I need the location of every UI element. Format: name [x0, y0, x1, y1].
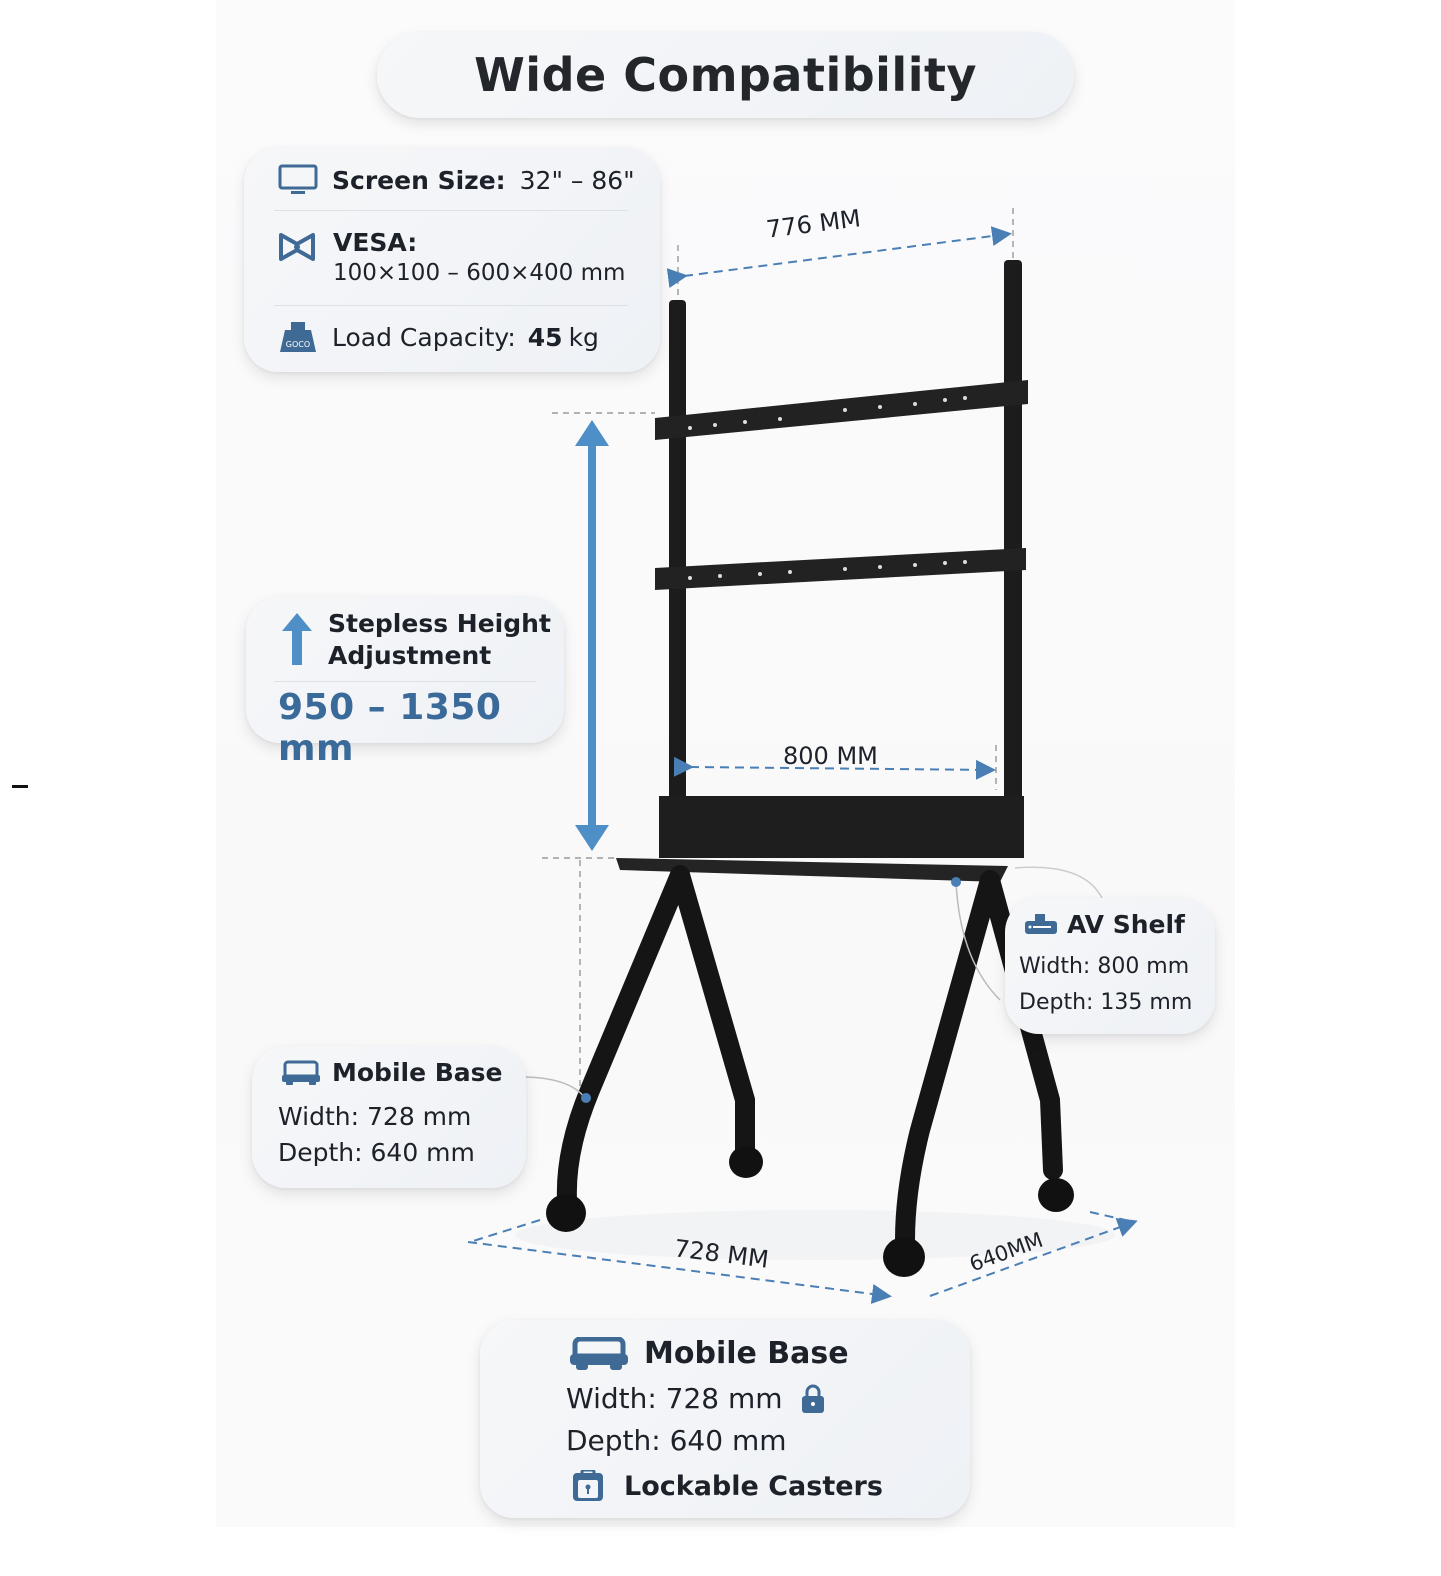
arrow-up-icon	[282, 613, 312, 665]
upper-mount-bar	[655, 380, 1028, 440]
av-shelf-card: AV Shelf Width: 800 mm Depth: 135 mm	[1005, 898, 1215, 1034]
load-capacity-unit: kg	[568, 322, 599, 352]
lower-mount-bar	[655, 548, 1026, 590]
load-capacity-value: 45	[527, 322, 563, 352]
svg-text:GOCO: GOCO	[286, 340, 310, 349]
screen-size-label: Screen Size:	[332, 165, 506, 195]
lock-icon	[801, 1384, 824, 1413]
casters	[546, 1146, 1074, 1277]
left-pole	[669, 300, 686, 800]
load-capacity-label: Load Capacity:	[332, 322, 516, 352]
top-width-arrow	[666, 226, 1012, 288]
mobile-base-summary-width: Width: 728 mm	[566, 1382, 783, 1415]
title-banner: Wide Compatibility	[377, 32, 1074, 118]
screen-size-row: Screen Size: 32" – 86"	[278, 164, 635, 196]
screen-size-value: 32" – 86"	[519, 165, 635, 195]
vesa-value: 100×100 – 600×400 mm	[333, 260, 626, 286]
height-title-line2: Adjustment	[328, 641, 492, 670]
mobile-base-callout-depth: Depth: 640 mm	[278, 1138, 475, 1167]
vesa-mount-icon	[279, 233, 315, 261]
base-icon	[570, 1336, 628, 1370]
av-shelf-box	[659, 796, 1024, 858]
page-title: Wide Compatibility	[474, 48, 977, 102]
dim-shelf-width: 800 MM	[783, 742, 878, 770]
base-depth-arrow	[929, 1218, 1138, 1297]
lockable-casters-label: Lockable Casters	[624, 1470, 883, 1502]
av-shelf-title: AV Shelf	[1067, 910, 1185, 939]
weight-icon: GOCO	[280, 322, 316, 352]
av-shelf-depth: Depth: 135 mm	[1019, 990, 1193, 1015]
av-shelf-width: Width: 800 mm	[1019, 954, 1190, 979]
mobile-base-summary-card: Mobile Base Width: 728 mm Depth: 640 mm …	[480, 1320, 970, 1518]
legs	[556, 865, 1063, 1250]
mobile-base-callout-width: Width: 728 mm	[278, 1102, 472, 1131]
specs-card: Screen Size: 32" – 86" VESA: 100×100 – 6…	[244, 148, 660, 372]
av-device-icon	[1025, 913, 1057, 934]
vesa-label: VESA:	[333, 228, 418, 257]
height-range: 950 – 1350 mm	[278, 687, 502, 769]
height-title-line1: Stepless Height	[328, 609, 551, 638]
base-width-arrow	[467, 1241, 892, 1304]
base-icon	[282, 1060, 320, 1085]
stray-mark	[12, 785, 28, 788]
load-capacity-row: GOCO Load Capacity: 45 kg	[278, 320, 599, 354]
right-pole	[1004, 260, 1022, 800]
mobile-base-summary-title: Mobile Base	[644, 1336, 849, 1371]
mobile-base-summary-depth: Depth: 640 mm	[566, 1424, 787, 1457]
monitor-icon	[278, 164, 318, 194]
height-adjustment-card: Stepless Height Adjustment 950 – 1350 mm	[246, 597, 564, 769]
mobile-base-callout-title: Mobile Base	[332, 1058, 503, 1087]
lockable-caster-icon	[573, 1470, 603, 1501]
mobile-base-callout-card: Mobile Base Width: 728 mm Depth: 640 mm	[252, 1046, 526, 1188]
av-shelf-plate	[616, 858, 1008, 882]
shelf-width-arrow	[673, 756, 996, 780]
